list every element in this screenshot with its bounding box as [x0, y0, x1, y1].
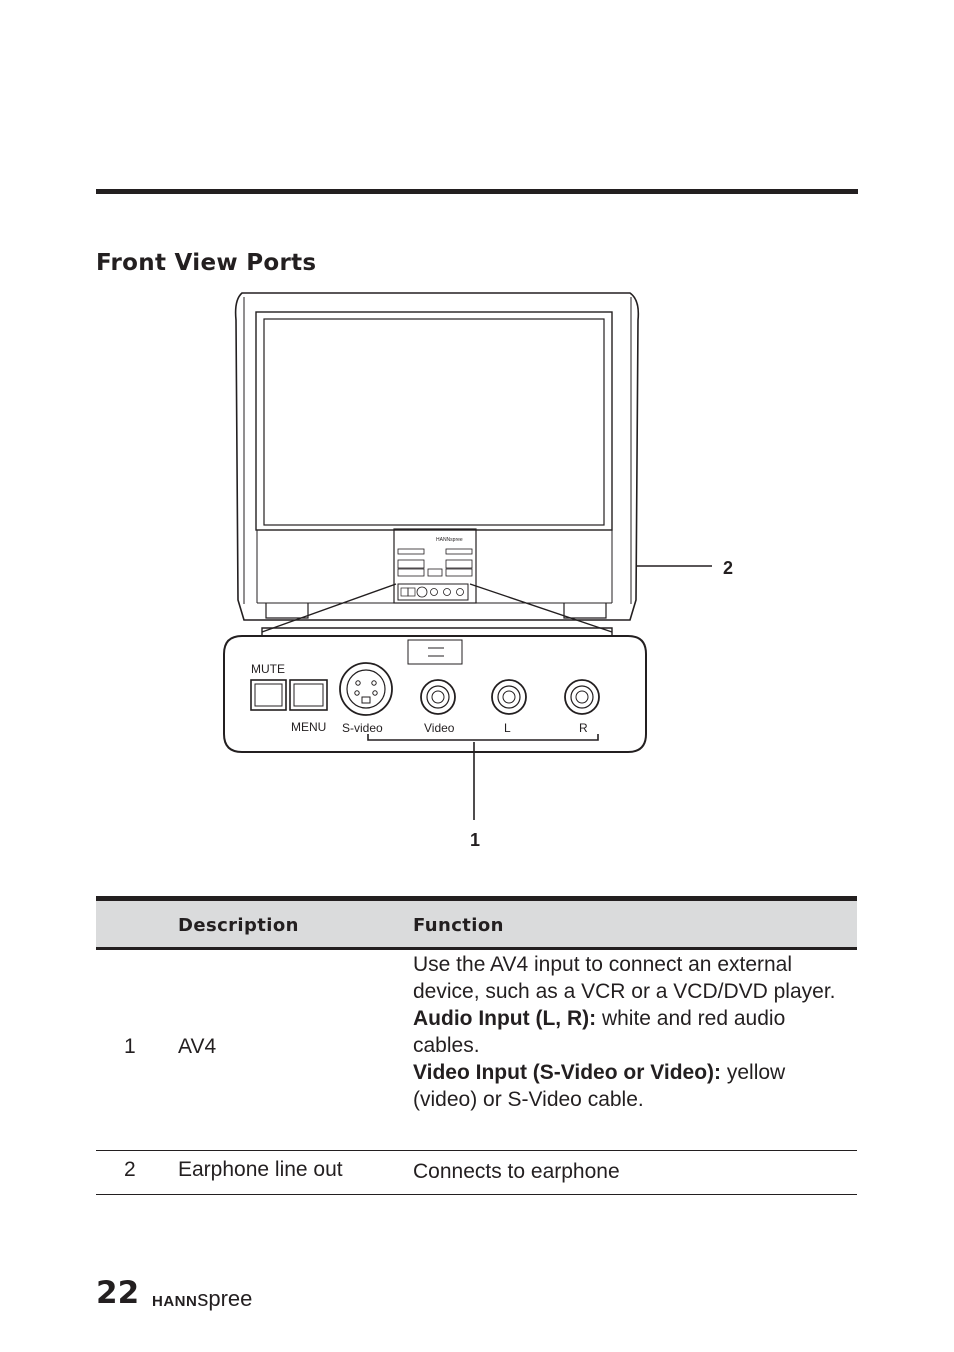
callout-2: 2 [723, 558, 734, 578]
top-rule [96, 189, 858, 194]
page-number: 22 [96, 1275, 140, 1311]
row-number: 1 [124, 1035, 136, 1058]
tv-screen-bezel [255, 311, 613, 531]
tv-stand-right [563, 603, 607, 619]
table-row: 2 Earphone line out Connects to earphone [96, 1151, 857, 1195]
brand-logo: HANNspree [152, 1286, 252, 1312]
tv-control-panel [393, 528, 477, 604]
audio-input-label: Audio Input (L, R): [413, 1007, 597, 1030]
menu-label: MENU [291, 720, 327, 734]
row-function: Use the AV4 input to connect an external… [413, 951, 853, 1113]
mute-label: MUTE [251, 662, 285, 676]
tv-logo: HANNspree [436, 537, 463, 543]
tv-screen [263, 318, 605, 526]
audio-input-text: white and red audio cables. [413, 1007, 786, 1057]
row-number: 2 [124, 1158, 136, 1181]
brand-bold: HANN [152, 1293, 198, 1310]
callout-1: 1 [470, 830, 481, 850]
video-input-label: Video Input (S-Video or Video): [413, 1061, 722, 1084]
svideo-label: S-video [342, 721, 383, 735]
video-input-text: yellow (video) or S-Video cable. [413, 1061, 786, 1111]
audio-l-jack [491, 679, 527, 715]
video-input-line: Video Input (S-Video or Video): yellow (… [413, 1059, 853, 1113]
header-description: Description [178, 915, 299, 936]
audio-l-label: L [504, 721, 511, 735]
audio-input-line: Audio Input (L, R): white and red audio … [413, 1005, 853, 1059]
row-function: Connects to earphone [413, 1160, 620, 1183]
svideo-jack [339, 662, 393, 716]
enlarged-port-panel [223, 635, 647, 753]
row-description: Earphone line out [178, 1158, 343, 1181]
video-label: Video [424, 721, 455, 735]
mute-button-shape [250, 679, 287, 711]
section-title: Front View Ports [96, 250, 317, 276]
table-header: Description Function [96, 896, 857, 950]
brand-light: spree [197, 1286, 253, 1311]
function-text: Use the AV4 input to connect an external… [413, 953, 836, 1003]
video-jack [420, 679, 456, 715]
tv-port-strip [397, 583, 469, 601]
audio-r-jack [564, 679, 600, 715]
audio-r-label: R [579, 721, 588, 735]
tv-stand-left [265, 603, 309, 619]
av4-bracket [367, 734, 599, 741]
tv-front-ports-figure: HANNspree MUTE MENU S-video Video L R 2 … [223, 292, 734, 850]
tv-cabinet [234, 292, 640, 621]
tv-illustration [223, 292, 712, 820]
menu-button-shape [289, 679, 328, 711]
header-function: Function [413, 915, 504, 936]
table-row: 1 AV4 Use the AV4 input to connect an ex… [96, 944, 857, 1151]
row-description: AV4 [178, 1035, 217, 1058]
